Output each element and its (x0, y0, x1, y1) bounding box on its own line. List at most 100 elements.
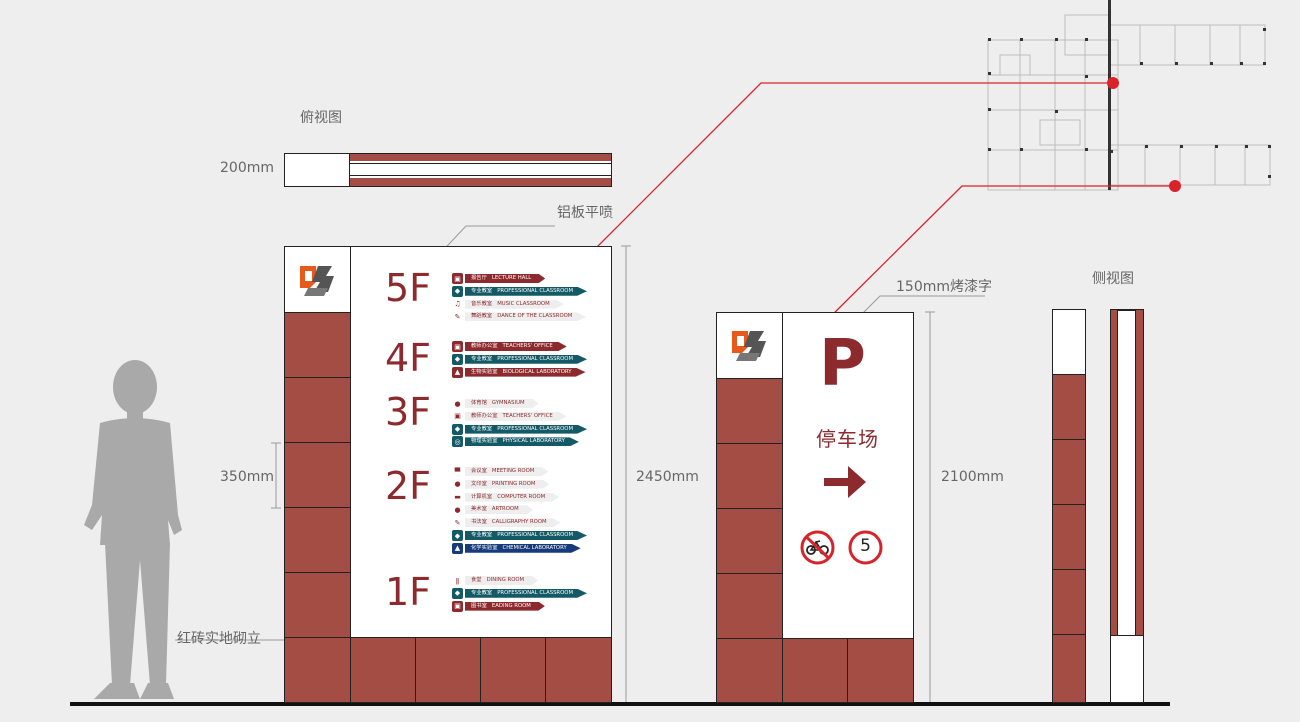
room-name-cn: 舞蹈教室 (471, 313, 493, 320)
room-icon: ● (454, 399, 461, 408)
floor-label: 1F (385, 570, 432, 614)
floor-label: 5F (385, 266, 432, 310)
room-entry: ▣ 教师办公室 TEACHERS' OFFICE (452, 411, 567, 422)
room-entry: ǁ 食堂 DINING ROOM (452, 575, 539, 586)
lacquer-text-label: 150mm烤漆字 (896, 279, 992, 295)
parking-text: 停车场 (816, 427, 879, 451)
speed-limit-value: 5 (860, 536, 871, 556)
parking-height-dimension: 2100mm (941, 469, 1004, 485)
room-name-en: PHYSICAL LABORATORY (502, 438, 565, 445)
room-name-en: TEACHERS' OFFICE (502, 412, 553, 419)
brick-height-dimension: 350mm (220, 469, 274, 485)
room-icon: ▣ (454, 412, 461, 421)
room-entry: ▣ 图书室 EADING ROOM (452, 600, 545, 612)
parking-logo-panel (716, 312, 783, 379)
room-name-en: PROFESSIONAL CLASSROOM (497, 532, 574, 538)
room-name-en: LECTURE HALL (491, 275, 532, 281)
room-name-cn: 专业教室 (471, 355, 493, 362)
room-label: 美术室 ARTROOM (465, 505, 533, 515)
speed-limit-icon (848, 530, 883, 565)
brick-base-label: 红砖实地砌立 (177, 631, 261, 647)
depth-dimension: 200mm (220, 160, 274, 176)
room-name-cn: 教师办公室 (471, 343, 498, 349)
room-icon: ▲ (452, 542, 463, 554)
room-name-cn: 文印室 (471, 480, 487, 487)
parking-letter: P (819, 327, 866, 401)
room-label: 计算机室 COMPUTER ROOM (465, 492, 560, 502)
room-name-en: GYMNASIUM (491, 400, 525, 406)
room-label: 食堂 DINING ROOM (465, 576, 539, 585)
room-name-en: DINING ROOM (486, 577, 525, 583)
floor-label: 4F (385, 336, 432, 380)
room-icon: ◆ (452, 530, 463, 541)
room-name-en: PRINTING ROOM (491, 480, 536, 487)
room-name-cn: 图书室 (471, 602, 487, 609)
floor-plan (987, 0, 1271, 191)
room-name-en: PROFESSIONAL CLASSROOM (497, 425, 574, 432)
room-name-en: ARTROOM (491, 506, 519, 513)
room-icon: ◆ (452, 423, 463, 435)
room-label: 教师办公室 TEACHERS' OFFICE (465, 342, 567, 351)
room-label: 体育馆 GYMNASIUM (465, 399, 539, 408)
room-entry: ● 体育馆 GYMNASIUM (452, 398, 539, 409)
room-icon: ▣ (452, 600, 463, 612)
room-name-en: MEETING ROOM (491, 468, 535, 474)
room-entry: ● 美术室 ARTROOM (452, 504, 533, 515)
room-icon: ◆ (452, 353, 463, 365)
room-name-cn: 专业教室 (471, 589, 493, 596)
logo-panel (284, 246, 351, 313)
room-icon: ◆ (452, 285, 463, 297)
room-name-cn: 书法室 (471, 519, 487, 526)
floor-label: 3F (385, 390, 432, 434)
room-name-en: EADING ROOM (491, 602, 531, 609)
room-icon: ● (454, 505, 461, 514)
side-view-label: 侧视图 (1092, 271, 1134, 287)
room-name-en: COMPUTER ROOM (497, 493, 546, 500)
floor-label: 2F (385, 464, 432, 508)
school-logo-icon (300, 266, 334, 296)
room-name-cn: 美术室 (471, 506, 487, 513)
room-name-en: CHEMICAL LABORATORY (502, 544, 567, 551)
room-name-en: PROFESSIONAL CLASSROOM (497, 355, 574, 362)
room-label: 教师办公室 TEACHERS' OFFICE (465, 411, 567, 421)
room-name-cn: 体育馆 (471, 400, 487, 406)
room-name-cn: 生物实验室 (471, 368, 498, 375)
arrow-right-icon (824, 466, 866, 498)
room-icon: ǁ (455, 576, 460, 585)
room-entry: ◆ 专业教室 PROFESSIONAL CLASSROOM (452, 353, 588, 365)
top-view-label: 俯视图 (300, 110, 342, 126)
main-height-dimension: 2450mm (636, 469, 699, 485)
room-name-cn: 食堂 (471, 577, 482, 583)
room-label: 文印室 PRINTING ROOM (465, 479, 550, 489)
room-icon: ✎ (454, 312, 461, 321)
room-name-cn: 教师办公室 (471, 412, 498, 419)
room-name-cn: 计算机室 (471, 493, 493, 500)
room-icon: ✎ (454, 518, 461, 527)
room-name-en: TEACHERS' OFFICE (502, 343, 553, 349)
room-entry: ▲ 化学实验室 CHEMICAL LABORATORY (452, 542, 581, 554)
room-name-cn: 化学实验室 (471, 544, 498, 551)
room-name-cn: 报告厅 (471, 275, 487, 281)
